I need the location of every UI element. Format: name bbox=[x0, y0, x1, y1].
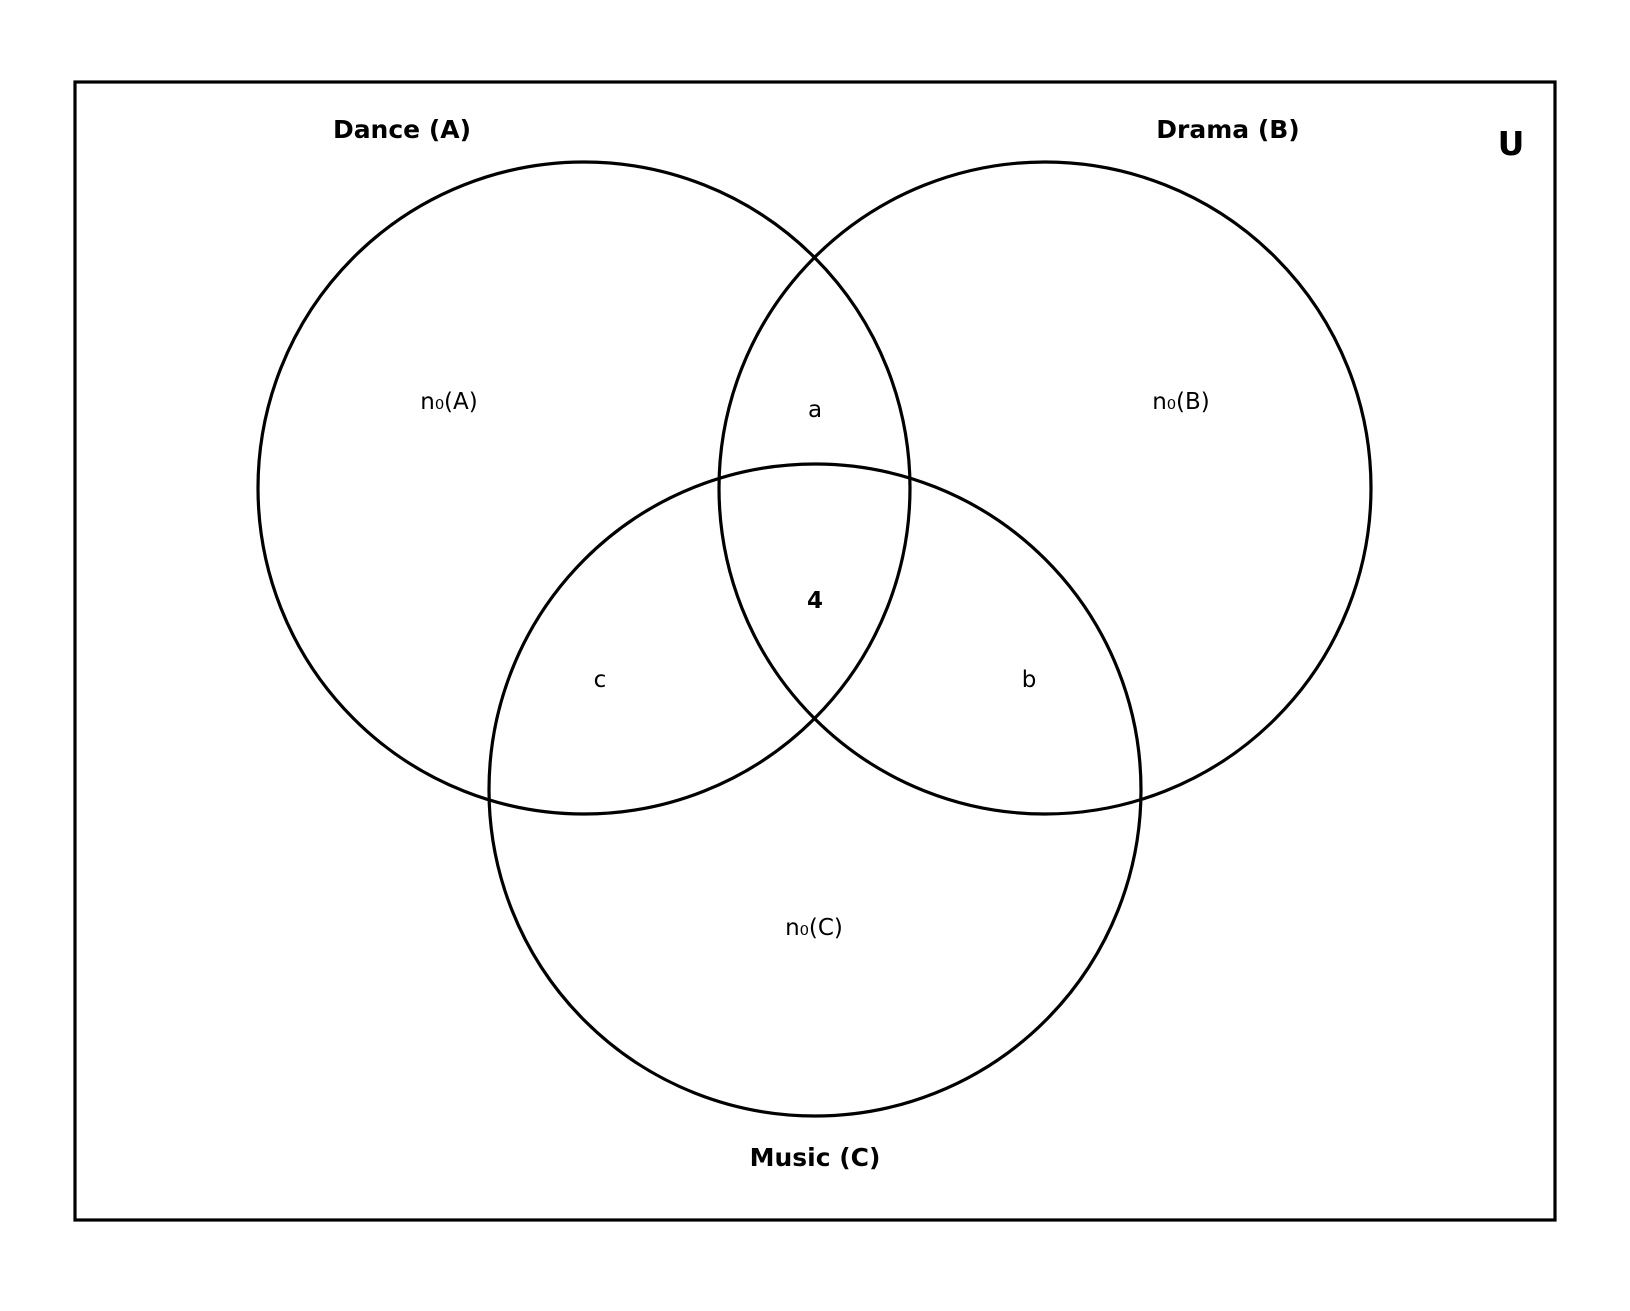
region-only-dance-label: n₀(A) bbox=[420, 389, 477, 415]
set-title-dance: Dance (A) bbox=[333, 115, 471, 144]
set-circle-dance bbox=[256, 160, 912, 816]
universe-frame bbox=[73, 80, 1557, 1222]
region-only-music-label: n₀(C) bbox=[785, 915, 843, 941]
region-drama-music-label: b bbox=[1022, 667, 1037, 693]
universe-label: U bbox=[1498, 124, 1525, 163]
set-circle-music bbox=[487, 462, 1143, 1118]
region-only-drama-label: n₀(B) bbox=[1152, 389, 1210, 415]
region-dance-music-label: c bbox=[594, 667, 607, 693]
region-dance-drama-label: a bbox=[808, 397, 822, 423]
region-all-three-label: 4 bbox=[807, 588, 823, 614]
set-title-music: Music (C) bbox=[750, 1143, 881, 1172]
set-circle-drama bbox=[717, 160, 1373, 816]
set-title-drama: Drama (B) bbox=[1156, 115, 1299, 144]
